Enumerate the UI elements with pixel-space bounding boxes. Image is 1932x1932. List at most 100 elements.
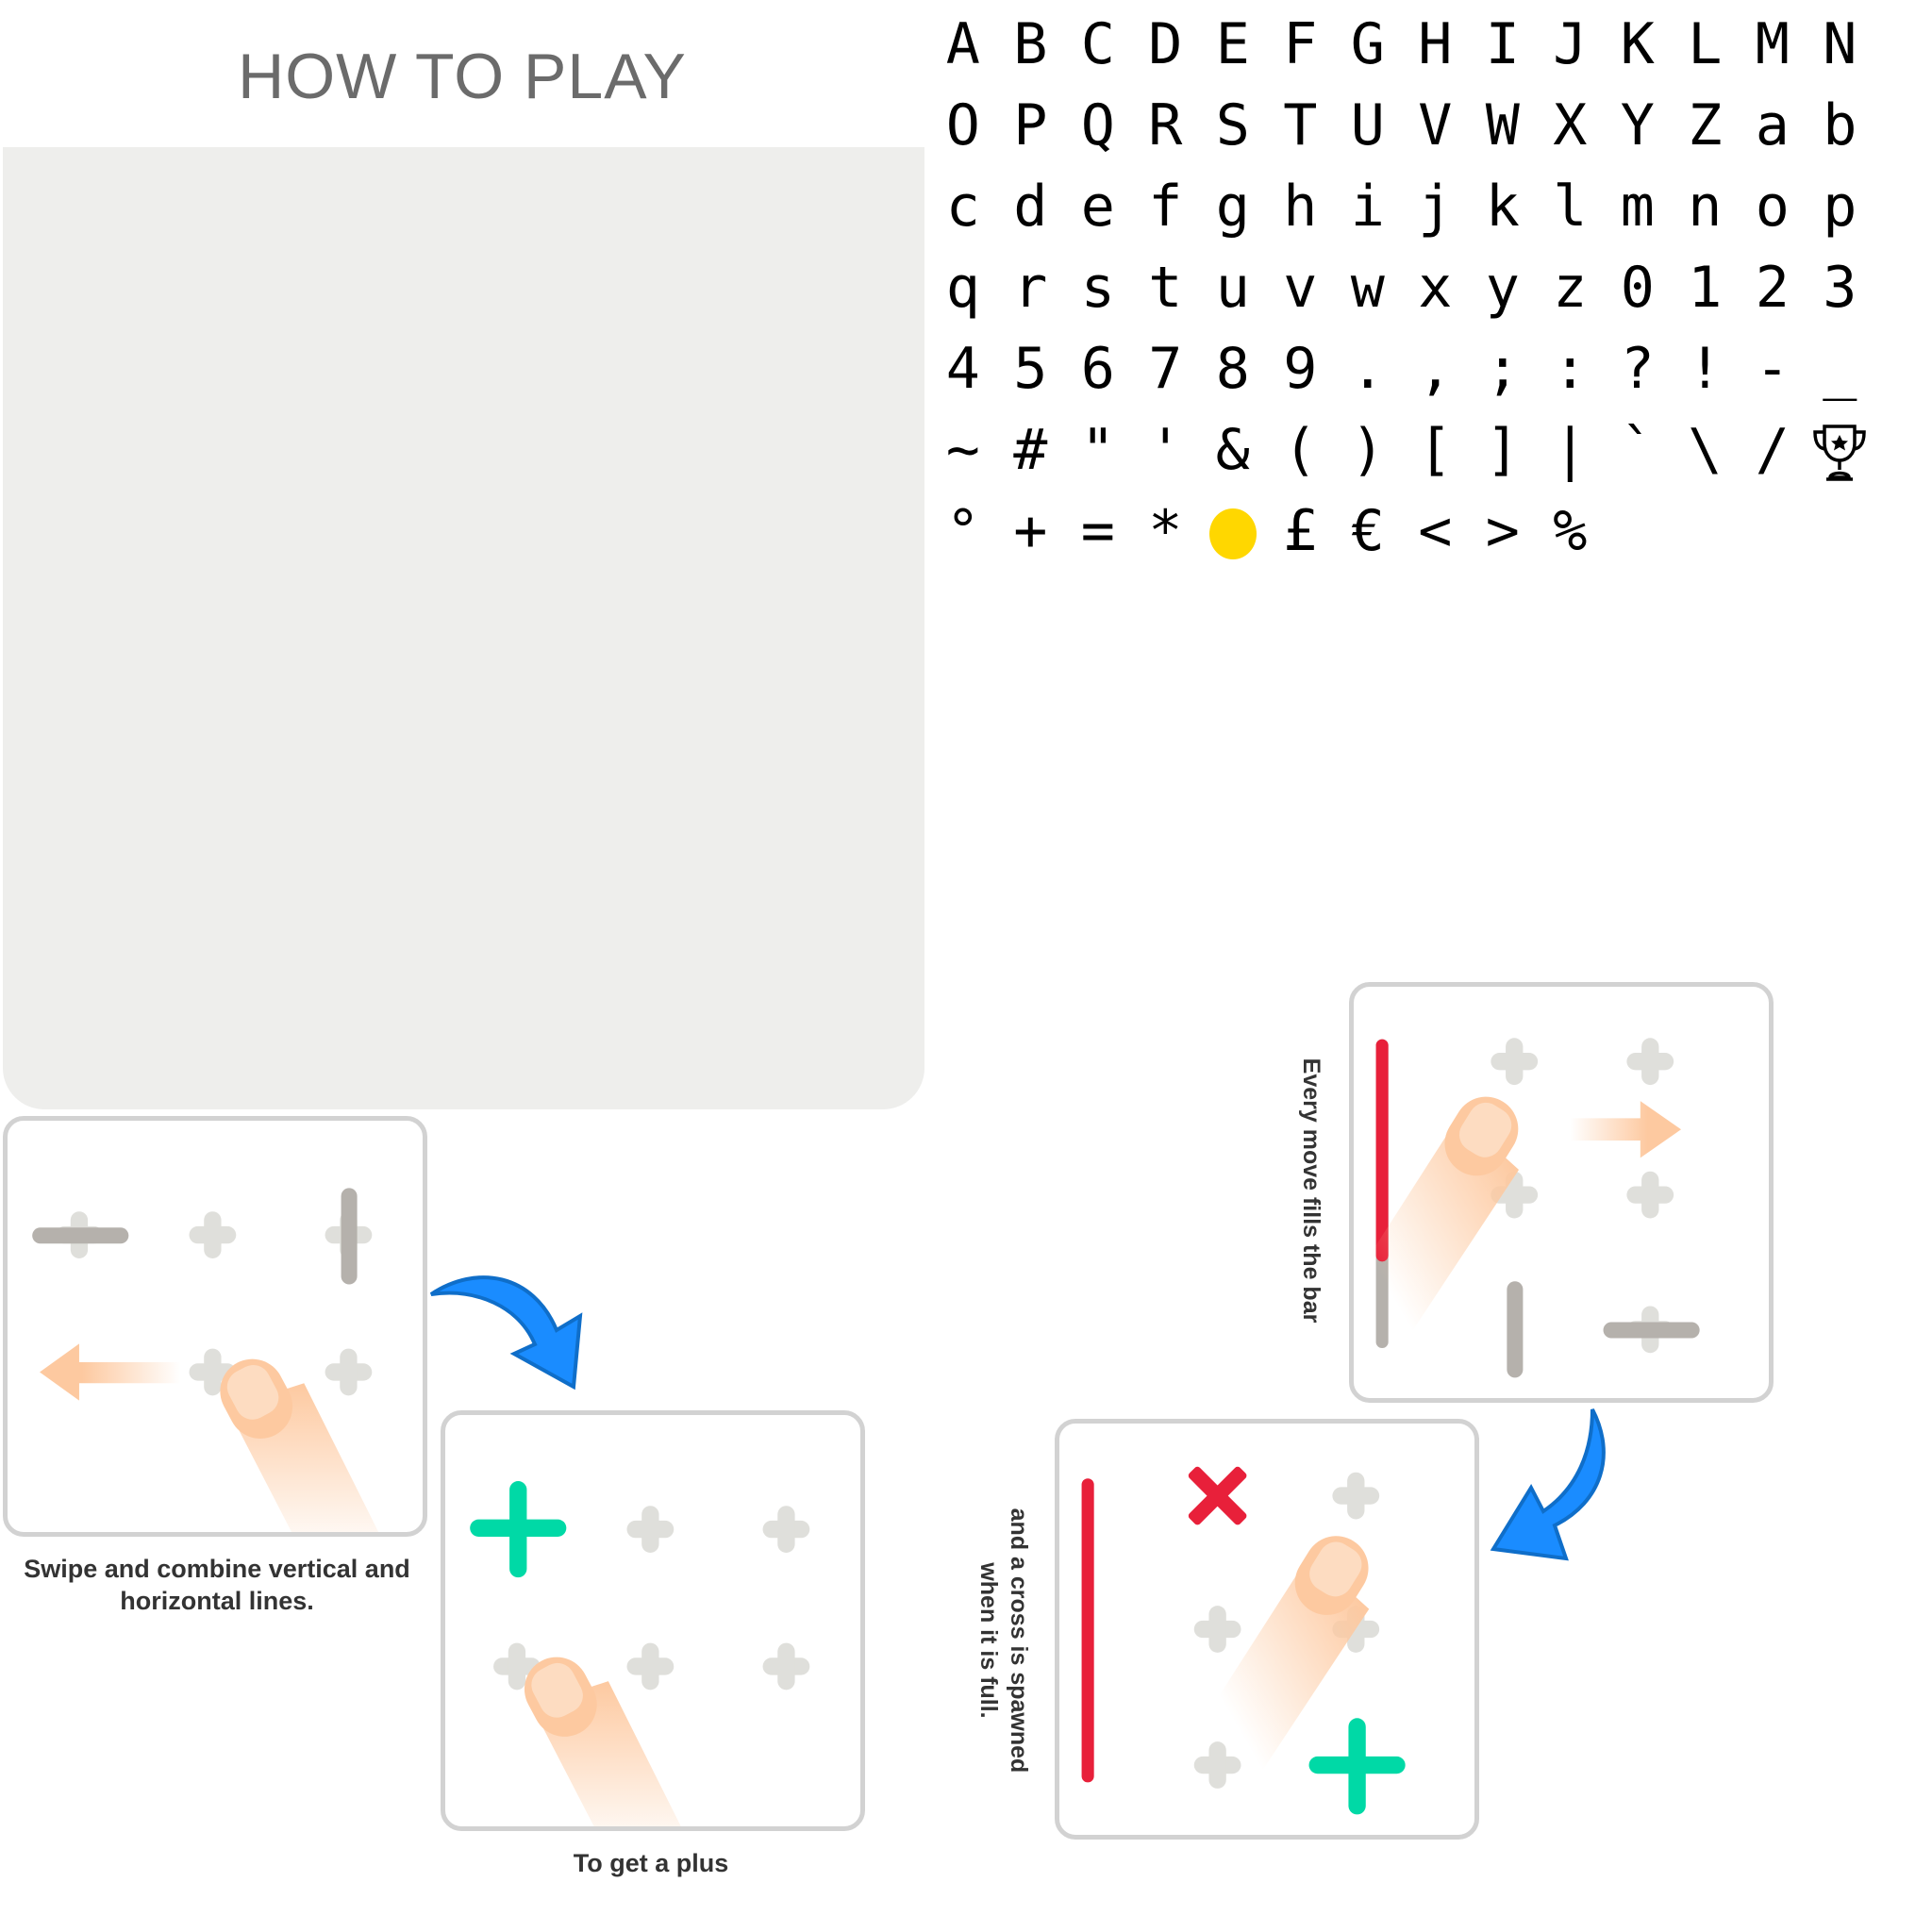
coin-icon [1199, 491, 1267, 572]
trophy-icon [1807, 409, 1874, 491]
glyph: + [1013, 498, 1048, 564]
glyph: 1 [1688, 255, 1723, 321]
tutorial-tile-swipe [3, 1116, 427, 1537]
glyph: X [1553, 92, 1588, 158]
glyph: 8 [1215, 336, 1250, 402]
glyph: _ [1823, 336, 1857, 402]
glyph: L [1688, 11, 1723, 77]
glyph: D [1148, 11, 1183, 77]
glyph: U [1350, 92, 1385, 158]
glyph: r [1013, 255, 1048, 321]
atlas-row: °+=*£€<>% [929, 491, 1874, 572]
glyph: O [945, 92, 980, 158]
glyph: ? [1620, 336, 1655, 402]
glyph: e [1080, 174, 1115, 240]
glyph: P [1013, 92, 1048, 158]
tutorial-tile-cross [1055, 1419, 1479, 1840]
red-cross-icon [1188, 1466, 1247, 1525]
glyph: - [1755, 336, 1790, 402]
glyph: ] [1485, 417, 1520, 483]
glyph: % [1553, 498, 1588, 564]
glyph: 3 [1823, 255, 1857, 321]
glyph: K [1620, 11, 1655, 77]
glyph: \ [1688, 417, 1723, 483]
glyph: y [1485, 255, 1520, 321]
glyph: = [1080, 498, 1115, 564]
swipe-illustration [32, 1188, 391, 1532]
curved-arrow-icon [429, 1275, 583, 1391]
glyph: * [1148, 498, 1183, 564]
glyph: F [1283, 11, 1318, 77]
content-panel [3, 147, 924, 1109]
glyph: S [1215, 92, 1250, 158]
tutorial-tile-plus [441, 1410, 865, 1831]
glyph: , [1418, 336, 1453, 402]
glyph: N [1823, 11, 1857, 77]
glyph: q [945, 255, 980, 321]
atlas-row: ~#"'&()[]|`\/ [929, 409, 1874, 491]
glyph: # [1013, 417, 1048, 483]
glyph: s [1080, 255, 1115, 321]
glyph: 4 [945, 336, 980, 402]
plus-illustration [470, 1481, 810, 1826]
finger-icon [1354, 1069, 1593, 1332]
step1-caption: Swipe and combine vertical and horizonta… [24, 1555, 410, 1615]
glyph: c [945, 174, 980, 240]
glyph: ( [1283, 417, 1318, 483]
glyph: w [1350, 255, 1385, 321]
glyph: 2 [1755, 255, 1790, 321]
glyph: E [1215, 11, 1250, 77]
glyph: & [1215, 417, 1250, 483]
glyph: p [1823, 174, 1857, 240]
horizontal-line [32, 1227, 129, 1244]
glyph: [ [1418, 417, 1453, 483]
glyph: l [1553, 174, 1588, 240]
glyph: W [1485, 92, 1520, 158]
glyph: A [945, 11, 980, 77]
glyph: Q [1080, 92, 1115, 158]
glyph: / [1755, 417, 1790, 483]
glyph: a [1755, 92, 1790, 158]
glyph: | [1553, 417, 1588, 483]
glyph: 9 [1283, 336, 1318, 402]
glyph: Y [1620, 92, 1655, 158]
glyph: 7 [1148, 336, 1183, 402]
glyph: j [1418, 174, 1453, 240]
glyph: V [1418, 92, 1453, 158]
glyph: ` [1620, 417, 1655, 483]
glyph: £ [1283, 498, 1318, 564]
glyph: J [1553, 11, 1588, 77]
vertical-line [341, 1188, 358, 1285]
glyph: 5 [1013, 336, 1048, 402]
green-plus-icon [470, 1481, 567, 1578]
swipe-left-arrow-icon [40, 1343, 181, 1401]
curved-arrow-icon [1490, 1408, 1606, 1561]
bar-illustration [1354, 1038, 1700, 1378]
glyph: ° [945, 498, 980, 564]
glyph: C [1080, 11, 1115, 77]
glyph: b [1823, 92, 1857, 158]
glyph: m [1620, 174, 1655, 240]
glyph: d [1013, 174, 1048, 240]
full-bar [1081, 1478, 1094, 1783]
glyph: n [1688, 174, 1723, 240]
glyph: h [1283, 174, 1318, 240]
glyph: > [1485, 498, 1520, 564]
cross-illustration [1081, 1466, 1443, 1815]
glyph: f [1148, 174, 1183, 240]
glyph: R [1148, 92, 1183, 158]
glyph: k [1485, 174, 1520, 240]
glyph: " [1080, 417, 1115, 483]
glyph: v [1283, 255, 1318, 321]
glyph: ; [1485, 336, 1520, 402]
glyph: z [1553, 255, 1588, 321]
glyph: B [1013, 11, 1048, 77]
glyph: . [1350, 336, 1385, 402]
glyph: ' [1148, 417, 1183, 483]
step2-caption: To get a plus [573, 1849, 729, 1877]
